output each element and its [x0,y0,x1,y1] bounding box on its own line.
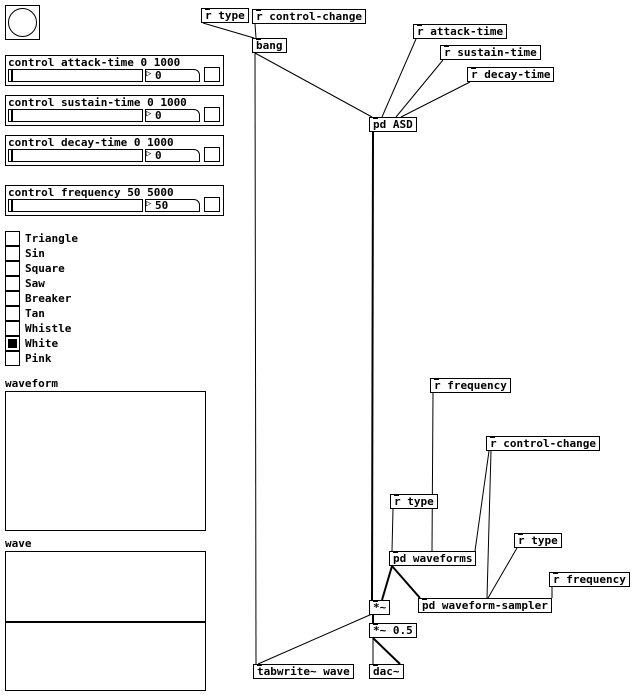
array-label-waveform: waveform [5,377,58,390]
r-decay-time-object[interactable]: r decay-time [467,67,555,82]
bang-button[interactable] [5,5,40,40]
control-attack-time: control attack-time 0 1000 0 [5,55,224,86]
radio-label: Saw [25,277,45,290]
bang-circle [8,8,37,37]
control-sustain-time: control sustain-time 0 1000 0 [5,95,224,126]
r-control-change-object[interactable]: r control-change [252,9,366,24]
control-frequency: control frequency 50 5000 50 [5,185,224,216]
radio-box-selected[interactable] [5,336,20,351]
array-wave[interactable] [5,551,206,691]
radio-box[interactable] [5,351,20,366]
pd-waveforms-object[interactable]: pd waveforms [389,551,477,566]
radio-label: Whistle [25,322,72,335]
decay-time-slider[interactable] [8,149,143,162]
sustain-time-toggle[interactable] [204,107,220,122]
frequency-slider[interactable] [8,199,143,212]
radio-label: Tan [25,307,45,320]
r-frequency-object[interactable]: r frequency [549,572,630,587]
radio-label: Breaker [25,292,72,305]
radio-box[interactable] [5,261,20,276]
control-label: control attack-time 0 1000 [8,56,181,69]
array-waveform[interactable] [5,391,206,531]
radio-box[interactable] [5,321,20,336]
r-sustain-time-object[interactable]: r sustain-time [440,45,541,60]
radio-pink[interactable]: Pink [5,351,165,366]
radio-label: Sin [25,247,45,260]
sustain-time-slider[interactable] [8,109,143,122]
control-label: control sustain-time 0 1000 [8,96,187,109]
attack-time-toggle[interactable] [204,67,220,82]
r-frequency-object[interactable]: r frequency [430,378,511,393]
radio-saw[interactable]: Saw [5,276,165,291]
bang-object[interactable]: bang [252,38,287,53]
sustain-time-number[interactable]: 0 [145,109,200,122]
radio-label: Triangle [25,232,78,245]
decay-time-toggle[interactable] [204,147,220,162]
frequency-toggle[interactable] [204,197,220,212]
multiply-signal-object[interactable]: *~ [369,600,391,615]
radio-triangle[interactable]: Triangle [5,231,165,246]
control-label: control decay-time 0 1000 [8,136,174,149]
radio-box[interactable] [5,246,20,261]
dac-object[interactable]: dac~ [369,664,404,679]
radio-box[interactable] [5,231,20,246]
r-type-object[interactable]: r type [201,8,249,23]
radio-box[interactable] [5,276,20,291]
attack-time-slider[interactable] [8,69,143,82]
radio-label: Square [25,262,65,275]
radio-tan[interactable]: Tan [5,306,165,321]
tabwrite-object[interactable]: tabwrite~ wave [253,664,354,679]
control-label: control frequency 50 5000 [8,186,174,199]
attack-time-number[interactable]: 0 [145,69,200,82]
pd-waveform-sampler-object[interactable]: pd waveform-sampler [418,598,552,613]
radio-label: Pink [25,352,52,365]
r-type-object[interactable]: r type [514,533,562,548]
radio-breaker[interactable]: Breaker [5,291,165,306]
radio-square[interactable]: Square [5,261,165,276]
array-wave-zero-line [6,621,205,623]
radio-whistle[interactable]: Whistle [5,321,165,336]
radio-box[interactable] [5,291,20,306]
control-decay-time: control decay-time 0 1000 0 [5,135,224,166]
multiply-half-object[interactable]: *~ 0.5 [369,623,417,638]
frequency-number[interactable]: 50 [145,199,200,212]
radio-sin[interactable]: Sin [5,246,165,261]
r-type-object[interactable]: r type [390,494,438,509]
radio-box[interactable] [5,306,20,321]
pd-asd-object[interactable]: pd ASD [369,117,417,132]
radio-white[interactable]: White [5,336,165,351]
radio-label: White [25,337,59,350]
r-control-change-object[interactable]: r control-change [486,436,600,451]
decay-time-number[interactable]: 0 [145,149,200,162]
r-attack-time-object[interactable]: r attack-time [413,24,508,39]
array-label-wave: wave [5,537,32,550]
